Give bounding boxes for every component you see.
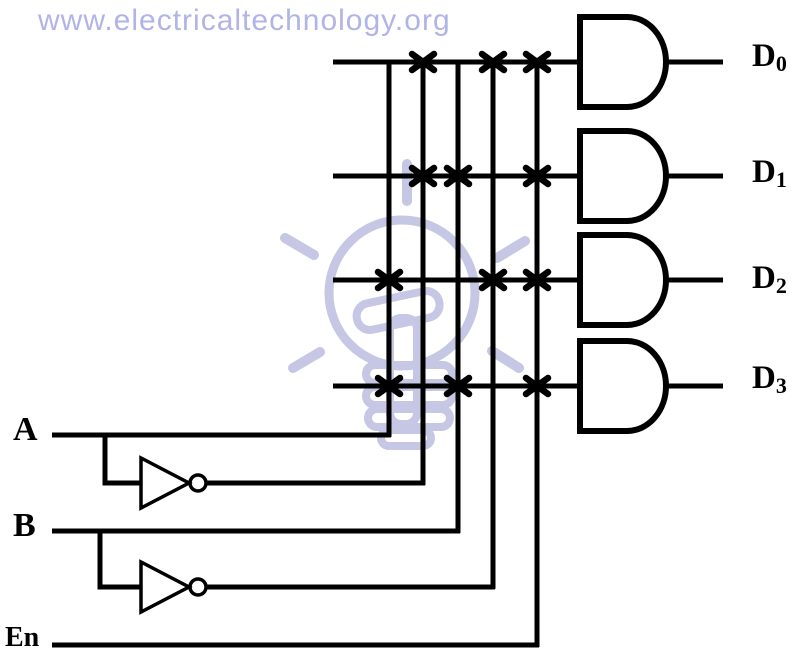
x-connection-mark <box>478 50 508 74</box>
not-gate-a <box>139 455 208 511</box>
and-gates <box>577 14 669 434</box>
output-label-base: D <box>752 260 776 296</box>
watermark-text: www.electricaltechnology.org <box>38 4 451 37</box>
not-gate-b <box>139 559 208 615</box>
output-label-d3: D3 <box>752 360 787 398</box>
inverter-bubble <box>188 473 208 493</box>
input-label-b: B <box>13 507 36 544</box>
output-label-base: D <box>752 360 776 396</box>
output-label-d2: D2 <box>752 260 787 298</box>
x-connection-mark <box>374 268 404 292</box>
x-connection-mark <box>522 374 552 398</box>
x-connection-mark <box>522 268 552 292</box>
and-gate-d2 <box>577 232 669 328</box>
x-connection-mark <box>522 164 552 188</box>
input-label-en: En <box>5 622 40 653</box>
output-label-d1: D1 <box>752 154 787 192</box>
x-connection-mark <box>408 50 438 74</box>
output-label-subscript: 1 <box>775 167 787 192</box>
output-label-d0: D0 <box>752 38 787 76</box>
inverter-triangle <box>139 455 193 511</box>
output-label-subscript: 3 <box>775 373 787 398</box>
decoder-wires <box>52 59 723 648</box>
and-gate-d1 <box>577 128 669 224</box>
output-label-base: D <box>752 38 776 74</box>
connection-marks <box>374 50 552 398</box>
x-connection-mark <box>478 268 508 292</box>
inverter-triangle <box>139 559 193 615</box>
x-connection-mark <box>443 164 473 188</box>
x-connection-mark <box>443 374 473 398</box>
wire-branch-a-to-inverter <box>102 435 141 486</box>
output-label-subscript: 2 <box>775 273 787 298</box>
output-label-base: D <box>752 154 776 190</box>
wire-branch-b-to-inverter <box>97 531 141 590</box>
and-gate-d0 <box>577 14 669 110</box>
inverter-bubble <box>188 577 208 597</box>
x-connection-mark <box>522 50 552 74</box>
bulb-rays <box>280 159 530 373</box>
output-label-subscript: 0 <box>775 51 787 76</box>
x-connection-mark <box>408 164 438 188</box>
bulb-logo-watermark-icon <box>280 159 530 450</box>
input-label-a: A <box>13 411 38 448</box>
x-connection-mark <box>374 374 404 398</box>
and-gate-d3 <box>577 338 669 434</box>
